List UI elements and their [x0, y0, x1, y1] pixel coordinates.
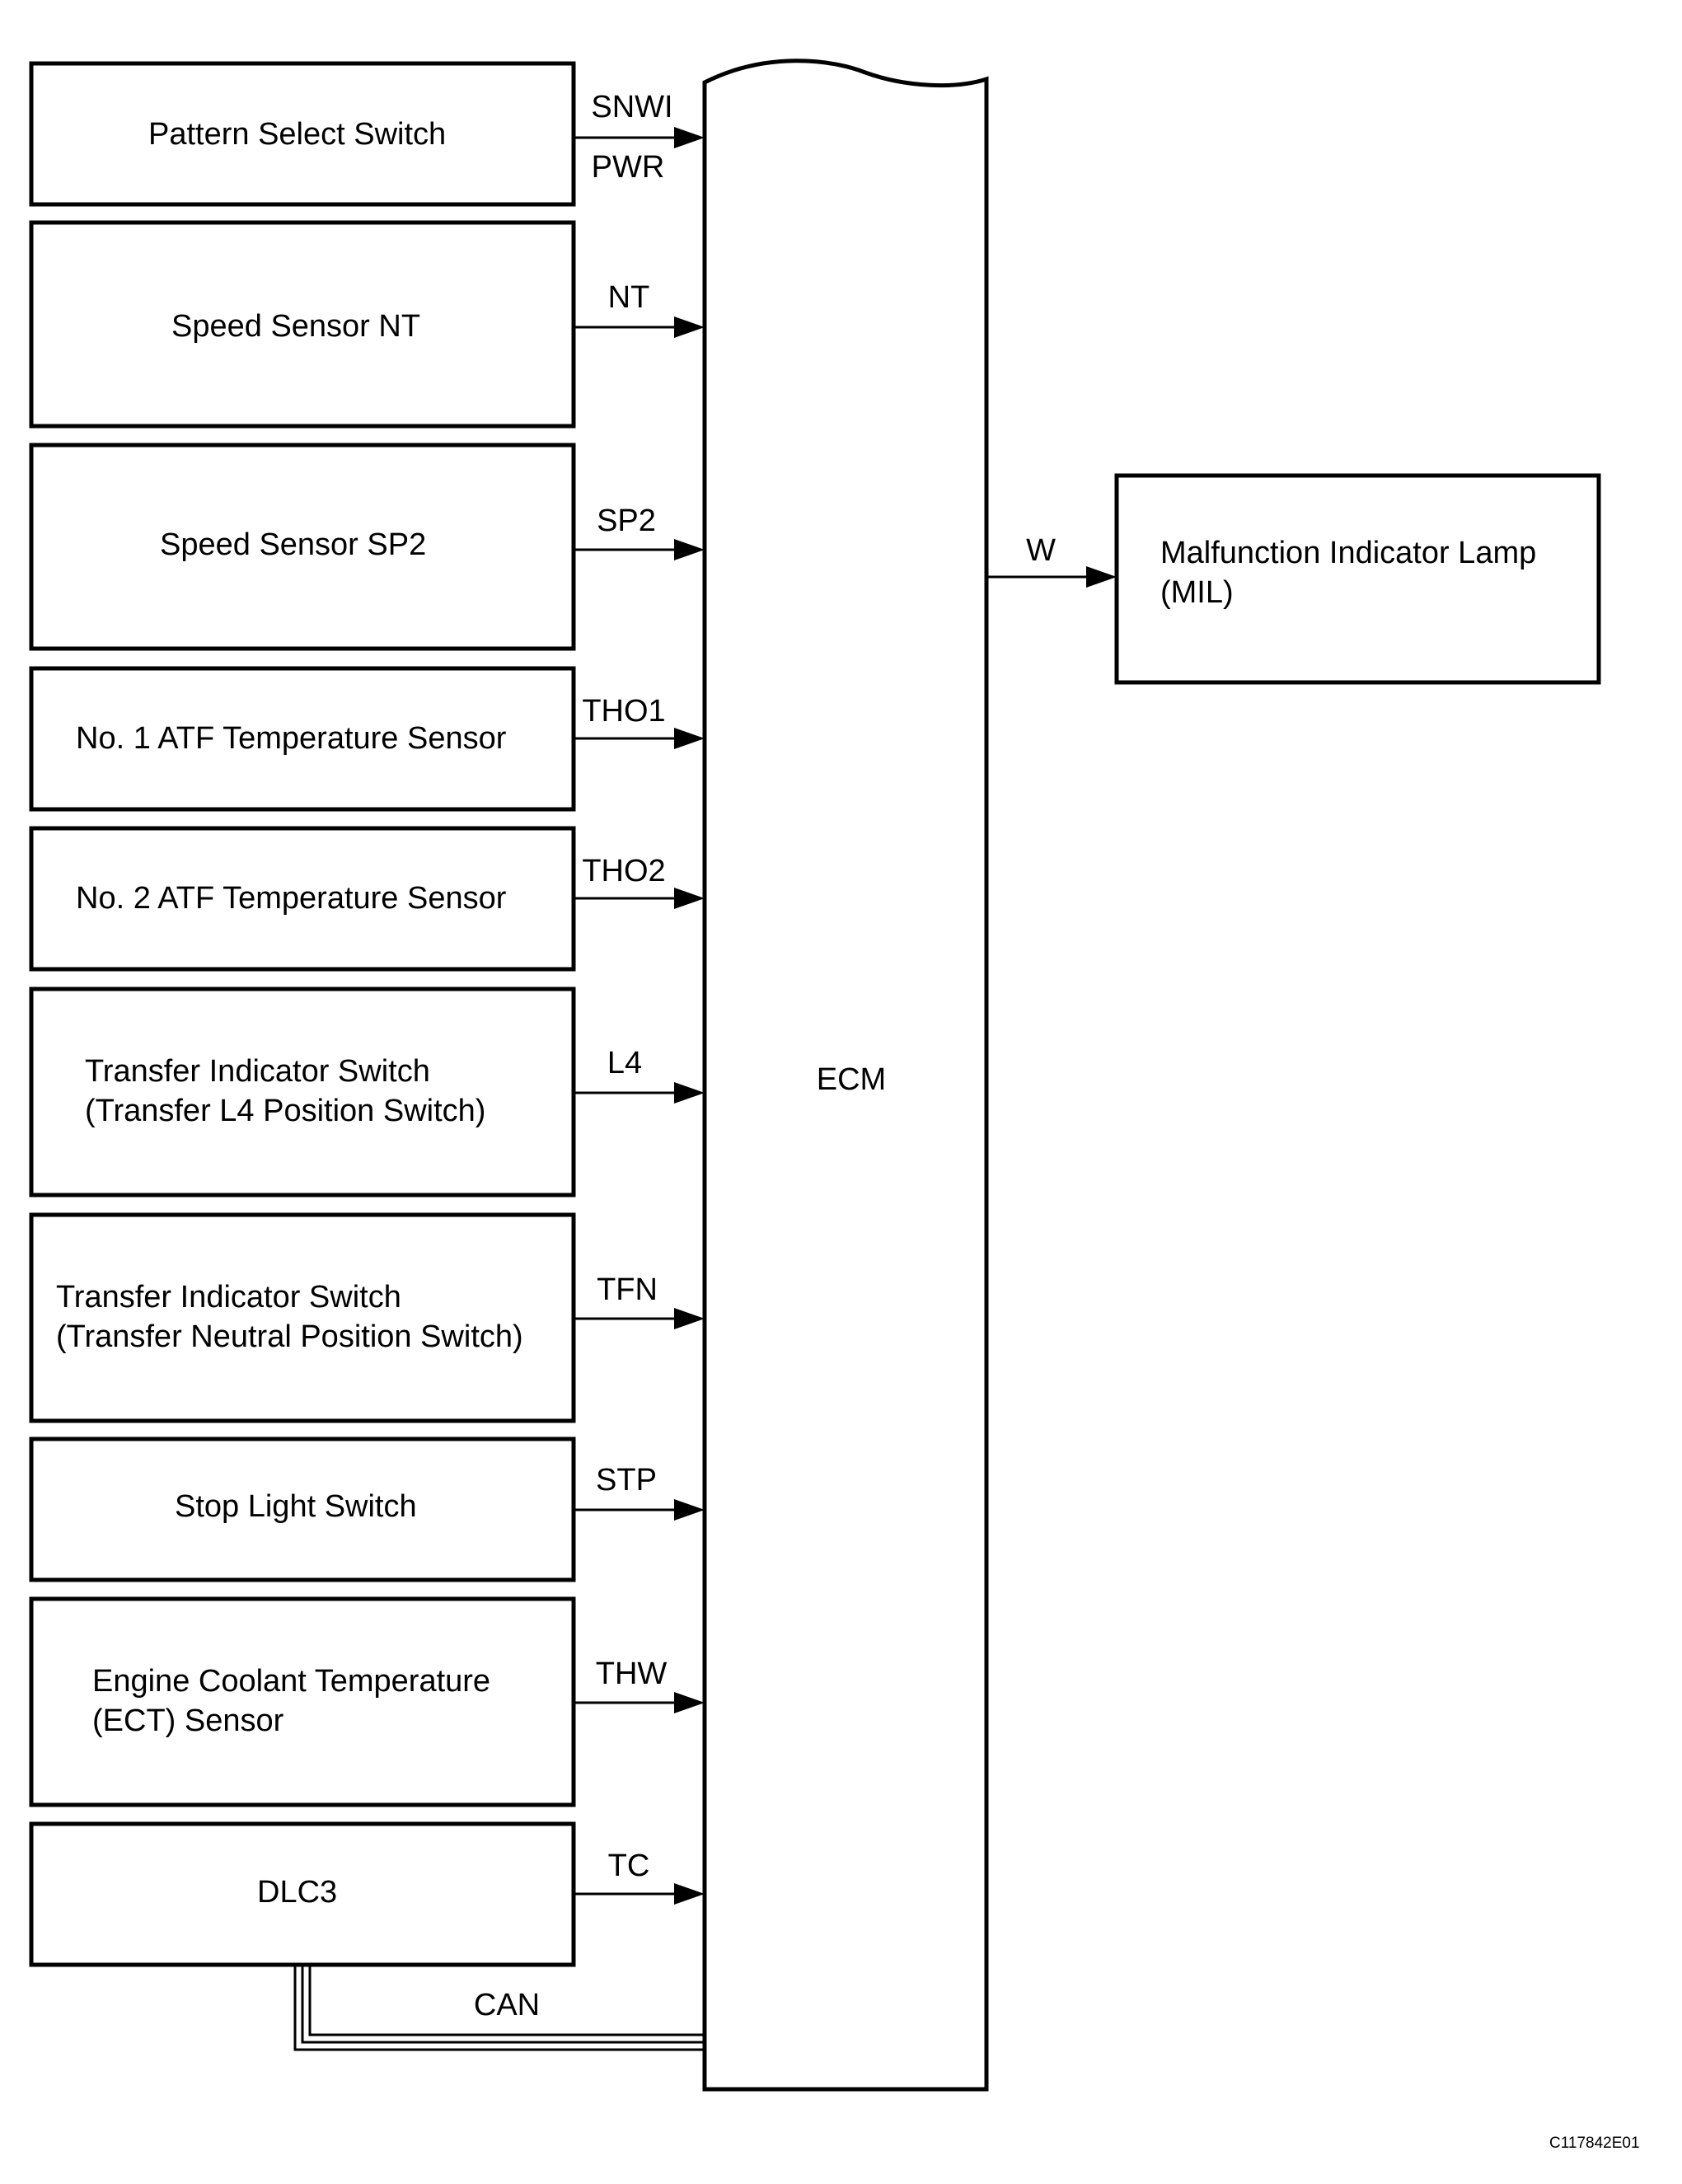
input-no2-atf-temperature-sensor: No. 2 ATF Temperature Sensor THO2 — [29, 826, 705, 972]
arrow-icon — [674, 1499, 705, 1521]
signal-label: W — [1026, 533, 1056, 568]
arrow-icon — [674, 316, 705, 338]
ecm-label: ECM — [817, 1062, 886, 1097]
input-label: No. 2 ATF Temperature Sensor — [76, 881, 507, 916]
input-speed-sensor-sp2: Speed Sensor SP2 SP2 — [29, 443, 705, 651]
arrow-icon — [674, 539, 705, 560]
input-transfer-neutral-position-switch: Transfer Indicator Switch (Transfer Neut… — [29, 1212, 705, 1423]
arrow-icon — [674, 127, 705, 148]
input-speed-sensor-nt: Speed Sensor NT NT — [29, 220, 705, 429]
input-label: Transfer Indicator Switch — [85, 1054, 430, 1089]
signal-label: TC — [608, 1849, 650, 1883]
arrow-icon — [1086, 566, 1117, 588]
arrow-icon — [674, 888, 705, 909]
arrow-icon — [674, 1082, 705, 1104]
input-label: (Transfer Neutral Position Switch) — [56, 1319, 523, 1354]
arrow-icon — [674, 1692, 705, 1713]
input-label: Stop Light Switch — [175, 1489, 417, 1524]
input-pattern-select-switch: Pattern Select Switch SNWI PWR — [29, 61, 705, 207]
input-label: No. 1 ATF Temperature Sensor — [76, 721, 507, 756]
signal-label: PWR — [592, 150, 665, 185]
signal-label: SNWI — [591, 90, 672, 124]
input-label: Speed Sensor NT — [171, 309, 420, 344]
signal-label: THO2 — [582, 854, 665, 888]
can-label: CAN — [474, 1988, 540, 2022]
signal-label: THW — [596, 1657, 668, 1691]
output-label: Malfunction Indicator Lamp — [1160, 536, 1536, 570]
signal-label: NT — [608, 280, 650, 315]
input-label: Speed Sensor SP2 — [160, 527, 426, 562]
arrow-icon — [674, 1308, 705, 1329]
input-label: (ECT) Sensor — [92, 1704, 284, 1738]
signal-label: STP — [596, 1463, 657, 1497]
input-label: DLC3 — [257, 1875, 337, 1910]
signal-label: TFN — [597, 1272, 658, 1307]
input-transfer-l4-position-switch: Transfer Indicator Switch (Transfer L4 P… — [29, 987, 705, 1197]
signal-label: L4 — [607, 1046, 642, 1080]
figure-code: C117842E01 — [1549, 2135, 1640, 2152]
signal-label: THO1 — [582, 694, 665, 729]
output-label: (MIL) — [1160, 575, 1234, 610]
ecm-box — [702, 59, 989, 2092]
input-label: Engine Coolant Temperature — [92, 1664, 490, 1699]
can-bus-line — [293, 1965, 705, 2051]
arrow-icon — [674, 728, 705, 749]
input-label: Pattern Select Switch — [148, 117, 446, 152]
input-dlc3: DLC3 TC — [29, 1821, 705, 1967]
arrow-icon — [674, 1883, 705, 1905]
input-no1-atf-temperature-sensor: No. 1 ATF Temperature Sensor THO1 — [29, 666, 705, 812]
input-stop-light-switch: Stop Light Switch STP — [29, 1436, 705, 1582]
input-label: (Transfer L4 Position Switch) — [85, 1094, 485, 1128]
input-ect-sensor: Engine Coolant Temperature (ECT) Sensor … — [29, 1596, 705, 1807]
input-label: Transfer Indicator Switch — [56, 1280, 401, 1315]
signal-label: SP2 — [597, 504, 656, 538]
output-mil: W Malfunction Indicator Lamp (MIL) — [986, 473, 1601, 685]
